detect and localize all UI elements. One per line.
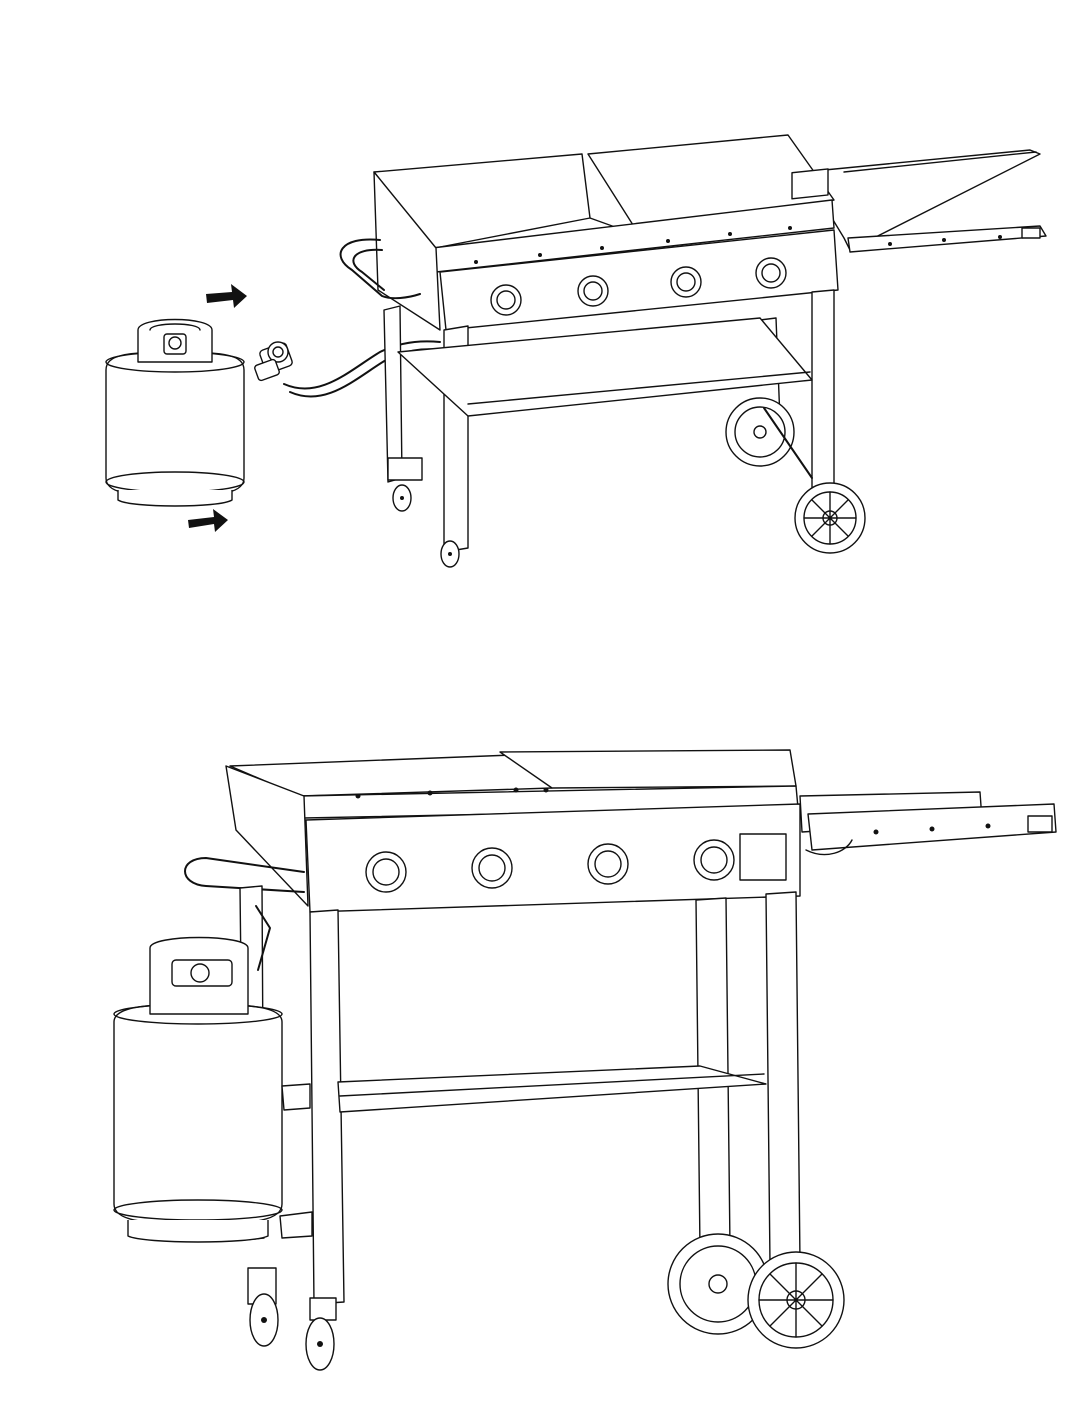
top-diagram-svg <box>0 0 1092 680</box>
step-connect-tank-figure <box>0 0 1092 680</box>
burner-knob-icon <box>491 285 521 315</box>
burner-knob-icon <box>366 852 406 892</box>
burner-knob-icon <box>671 267 701 297</box>
wheel-icon <box>726 398 794 466</box>
regulator-icon <box>254 341 440 396</box>
burner-knob-icon <box>694 840 734 880</box>
burner-knob-icon <box>578 276 608 306</box>
arrow-right-icon <box>206 284 247 308</box>
caster-icon <box>306 1298 336 1370</box>
caster-icon <box>248 1268 278 1346</box>
bottom-diagram-svg <box>0 680 1092 1418</box>
wheel-icon <box>795 483 865 553</box>
wheel-icon <box>748 1252 844 1348</box>
burner-knob-icon <box>756 258 786 288</box>
burner-knob-icon <box>472 848 512 888</box>
arrow-right-icon <box>188 509 228 532</box>
griddle-cart-top <box>341 135 1046 567</box>
step-tank-mounted-figure <box>0 680 1092 1418</box>
burner-knob-icon <box>588 844 628 884</box>
propane-tank-icon <box>106 320 244 507</box>
